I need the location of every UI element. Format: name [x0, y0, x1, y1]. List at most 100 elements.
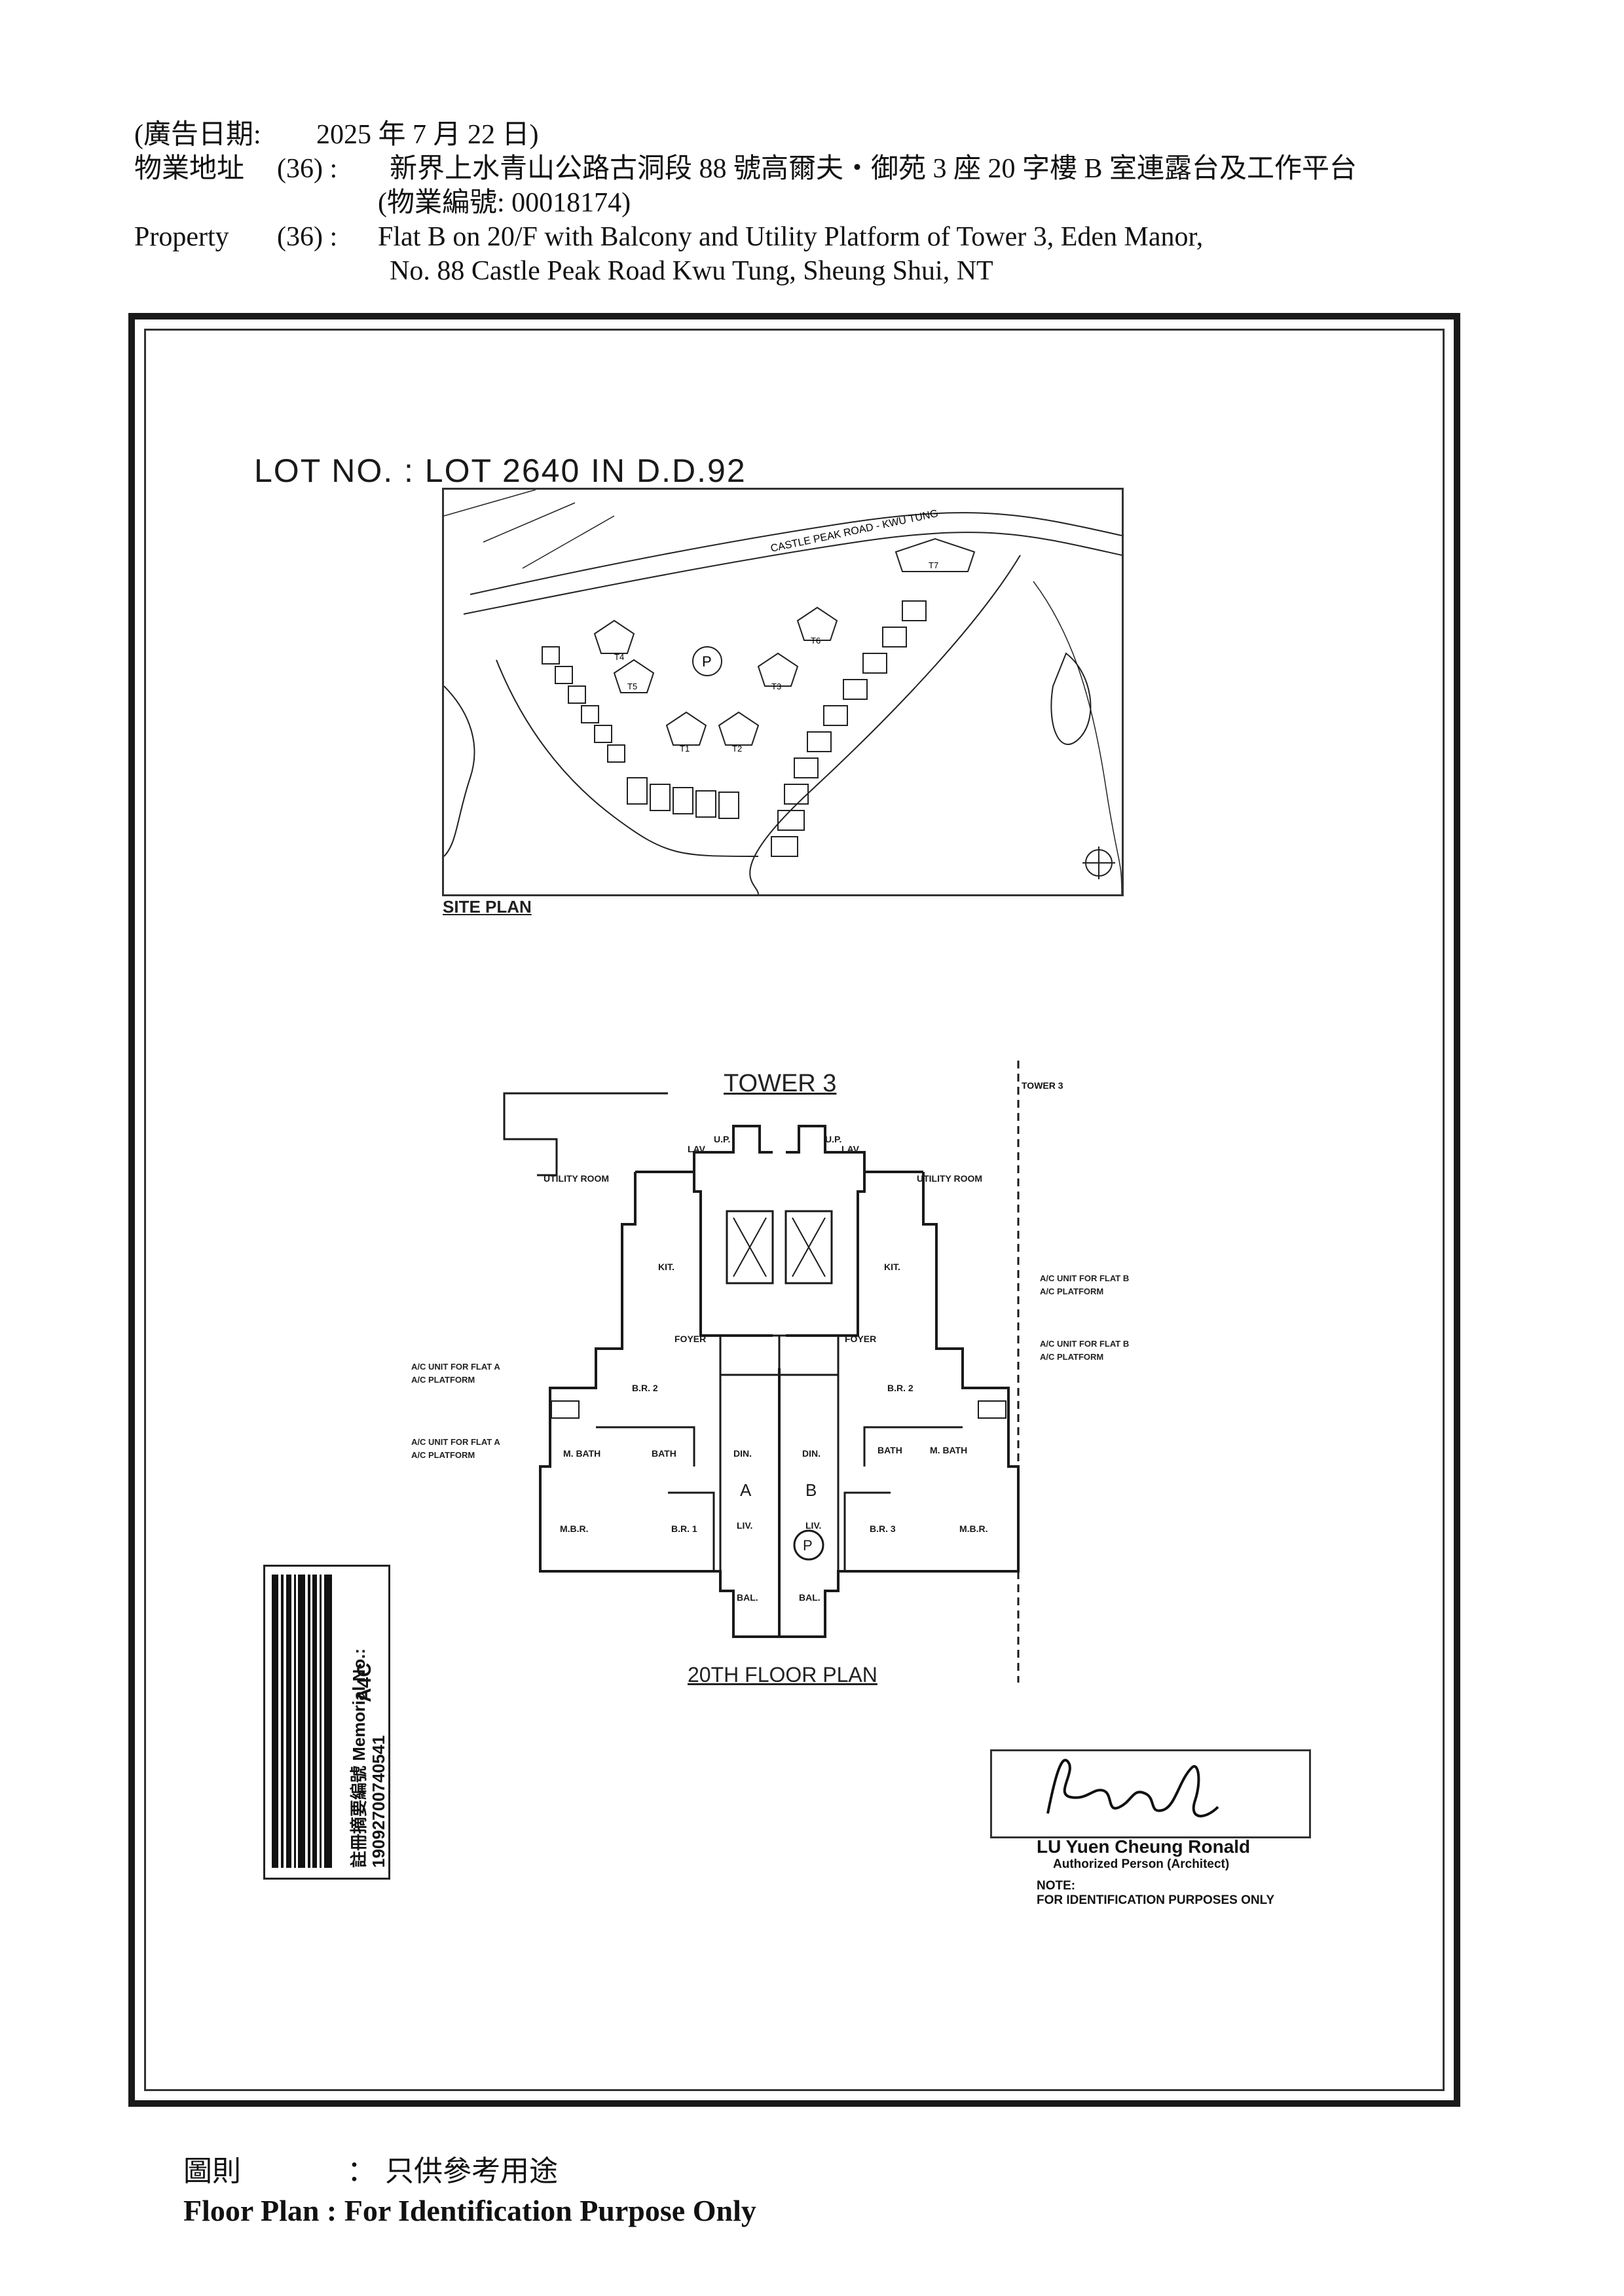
- label-kit-a: KIT.: [658, 1262, 674, 1272]
- label-mbath-a: M. BATH: [563, 1448, 600, 1459]
- lobby-right: [778, 1334, 840, 1376]
- note-label: NOTE:: [1037, 1879, 1076, 1893]
- label-flat-b: B: [805, 1480, 817, 1500]
- signatory-title: Authorized Person (Architect): [1053, 1857, 1230, 1871]
- br-walls: [668, 1491, 891, 1571]
- road-edge-2: [463, 532, 1122, 615]
- ac-unit-a: [551, 1400, 580, 1419]
- property-code: (物業編號: 00018174): [378, 188, 631, 218]
- advert-date-row: (廣告日期: 2025 年 7 月 22 日): [134, 118, 1595, 152]
- label-utility-left: UTILITY ROOM: [544, 1173, 609, 1184]
- label-br3: B.R. 3: [870, 1523, 896, 1534]
- property-en-line1: Flat B on 20/F with Balcony and Utility …: [378, 222, 1204, 252]
- property-en-label: Property: [134, 222, 229, 252]
- bath-walls: [596, 1426, 963, 1467]
- property-en-row-2: No. 88 Castle Peak Road Kwu Tung, Sheung…: [134, 254, 1595, 288]
- flat-a-top: [635, 1171, 773, 1337]
- flat-a-outline: [539, 1172, 781, 1638]
- barcode-icon: [272, 1575, 332, 1868]
- property-en-line2: No. 88 Castle Peak Road Kwu Tung, Sheung…: [390, 256, 993, 286]
- address-cn-value: 新界上水青山公路古洞段 88 號高爾夫‧御苑 3 座 20 字樓 B 室連露台及…: [390, 154, 1357, 184]
- tower-label-t7: T7: [929, 560, 938, 570]
- tower-label-t6: T6: [811, 636, 821, 646]
- memorial-barcode: 註冊摘要編號 Memorial No.: 19092700740541: [263, 1565, 390, 1880]
- callout-ac-platform-a1: A/C PLATFORM: [411, 1375, 475, 1385]
- site-plan: CASTLE PEAK ROAD - KWU TUNG P T4 T5 T1 T…: [442, 488, 1124, 896]
- callout-ac-platform-a2: A/C PLATFORM: [411, 1450, 475, 1460]
- label-bath-a: BATH: [652, 1448, 676, 1459]
- houses-east: [771, 600, 927, 857]
- hatch-lines: [444, 490, 615, 569]
- advert-date-value: 2025 年 7 月 22 日): [316, 120, 539, 150]
- label-foyer-a: FOYER: [674, 1334, 706, 1344]
- label-bal-b: BAL.: [799, 1592, 821, 1603]
- plan-frame: [128, 313, 1460, 2107]
- label-liv-a: LIV.: [737, 1520, 752, 1531]
- floor-plan-drawing: LAV. U.P. U.P. LAV. UTILITY ROOM UTILITY…: [503, 1061, 1020, 1702]
- tower-label-t1: T1: [680, 744, 690, 754]
- signature-icon: [1046, 1758, 1219, 1817]
- callout-ac-unit-a1: A/C UNIT FOR FLAT A: [411, 1362, 500, 1372]
- address-cn-row: 物業地址 (36) : 新界上水青山公路古洞段 88 號高爾夫‧御苑 3 座 2…: [134, 152, 1595, 186]
- site-plan-label: SITE PLAN: [443, 897, 532, 917]
- tower-blocks: [593, 538, 976, 746]
- label-parking-floor: P: [803, 1537, 813, 1554]
- north-cross: [1082, 847, 1115, 879]
- callout-ac-unit-a2: A/C UNIT FOR FLAT A: [411, 1437, 500, 1447]
- label-br2-b: B.R. 2: [887, 1383, 913, 1393]
- label-bal-a: BAL.: [737, 1592, 758, 1603]
- tower-label-t2: T2: [732, 744, 742, 754]
- pond-shape: [1050, 652, 1092, 745]
- label-kit-b: KIT.: [884, 1262, 900, 1272]
- label-din-a: DIN.: [733, 1448, 752, 1459]
- lift-right: [784, 1210, 833, 1285]
- label-br1: B.R. 1: [671, 1523, 697, 1534]
- slope-line: [444, 685, 475, 857]
- site-parking-label: P: [702, 653, 712, 670]
- site-boundary-west: [496, 659, 759, 857]
- floor-plan-label: 20TH FLOOR PLAN: [688, 1663, 877, 1686]
- property-en-row: Property (36) : Flat B on 20/F with Balc…: [134, 220, 1595, 254]
- label-mbr-b: M.B.R.: [959, 1523, 988, 1534]
- site-boundary-east: [749, 555, 1021, 894]
- flat-b-outline: [779, 1172, 1020, 1638]
- footer-cn: 圖則 ： 只供參考用途: [183, 2147, 558, 2189]
- parking-circle: [692, 646, 722, 676]
- callout-ac-unit-b2: A/C UNIT FOR FLAT B: [1040, 1339, 1130, 1349]
- footer-cn-value: ： 只供參考用途: [347, 2155, 558, 2188]
- houses-west: [542, 646, 739, 819]
- tower-label-t3: T3: [771, 682, 781, 691]
- site-plan-drawing: CASTLE PEAK ROAD - KWU TUNG P T4 T5 T1 T…: [444, 490, 1122, 894]
- ac-unit-b: [978, 1400, 1006, 1419]
- flat-b-top: [786, 1171, 923, 1337]
- note-text: FOR IDENTIFICATION PURPOSES ONLY: [1037, 1893, 1275, 1907]
- property-en-index: (36) :: [277, 222, 338, 252]
- tower-label-t5: T5: [627, 682, 637, 691]
- address-cn-label: 物業地址: [134, 154, 245, 184]
- label-lav-right: LAV.: [841, 1144, 861, 1154]
- callout-ac-unit-b1: A/C UNIT FOR FLAT B: [1040, 1273, 1130, 1283]
- label-liv-b: LIV.: [805, 1520, 821, 1531]
- label-lav-left: LAV.: [688, 1144, 707, 1154]
- utility-left-leader: [503, 1092, 668, 1176]
- tower-right-label: TOWER 3: [1022, 1080, 1063, 1091]
- footer-en: Floor Plan : For Identification Purpose …: [183, 2194, 756, 2227]
- property-code-row: (物業編號: 00018174): [134, 186, 1595, 220]
- core-top-right: [786, 1125, 866, 1172]
- lobby-left: [719, 1334, 781, 1376]
- footer-cn-label: 圖則: [183, 2155, 241, 2188]
- address-cn-index: (36) :: [277, 154, 338, 184]
- floor-plan: LAV. U.P. U.P. LAV. UTILITY ROOM UTILITY…: [406, 1061, 1074, 1702]
- core-top-left: [693, 1125, 773, 1172]
- label-bath-b: BATH: [877, 1445, 902, 1455]
- tower-label-t4: T4: [614, 652, 624, 662]
- signature-box: [990, 1749, 1311, 1838]
- signature-note: NOTE: FOR IDENTIFICATION PURPOSES ONLY: [1037, 1879, 1274, 1908]
- stream-line: [1033, 581, 1122, 894]
- road-edge-1: [470, 512, 1122, 595]
- label-mbath-b: M. BATH: [930, 1445, 967, 1455]
- label-mbr-a: M.B.R.: [560, 1523, 589, 1534]
- label-up-left: U.P.: [714, 1134, 730, 1144]
- lift-left: [726, 1210, 774, 1285]
- document-header: (廣告日期: 2025 年 7 月 22 日) 物業地址 (36) : 新界上水…: [134, 118, 1595, 288]
